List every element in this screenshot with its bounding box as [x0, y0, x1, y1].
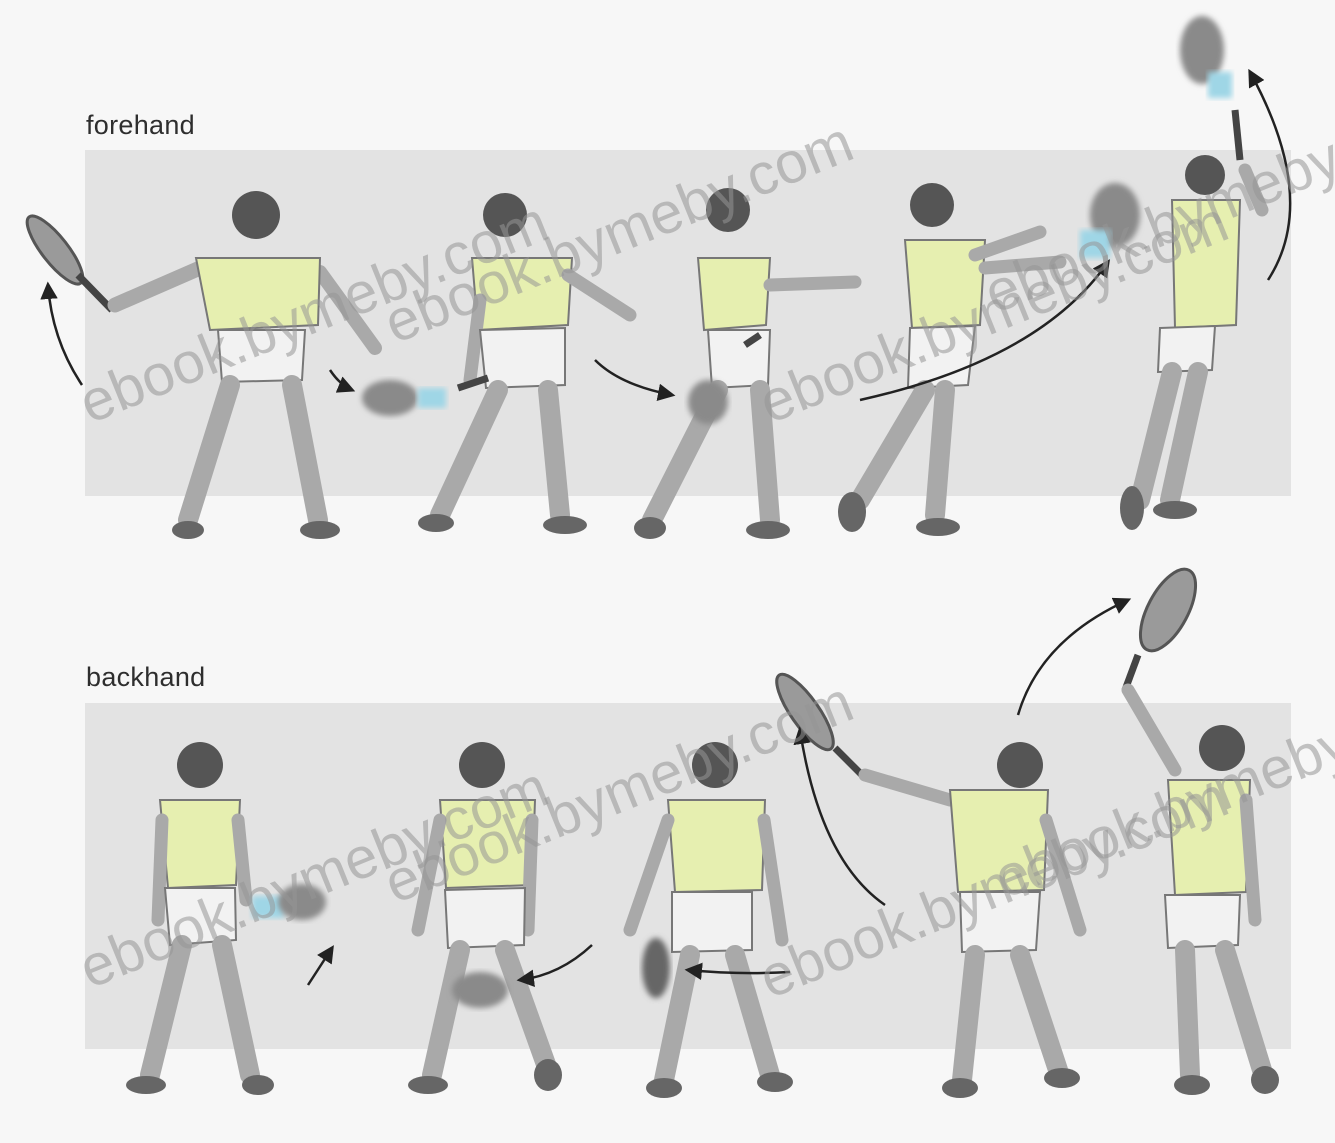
- forehand-figure-3: [634, 188, 855, 539]
- forehand-figure-4: [838, 183, 1140, 536]
- swing-arrow-icon: [48, 285, 82, 385]
- forehand-figure-1: [19, 191, 446, 539]
- backhand-figure-3: [630, 742, 793, 1098]
- backhand-figure-4: [768, 600, 1128, 1098]
- forehand-figure-2: [418, 193, 672, 534]
- forehand-figure-5: [1120, 16, 1290, 530]
- backhand-figure-2: [408, 742, 592, 1094]
- backhand-figure-5: [1125, 561, 1279, 1095]
- backhand-figure-1: [126, 742, 332, 1095]
